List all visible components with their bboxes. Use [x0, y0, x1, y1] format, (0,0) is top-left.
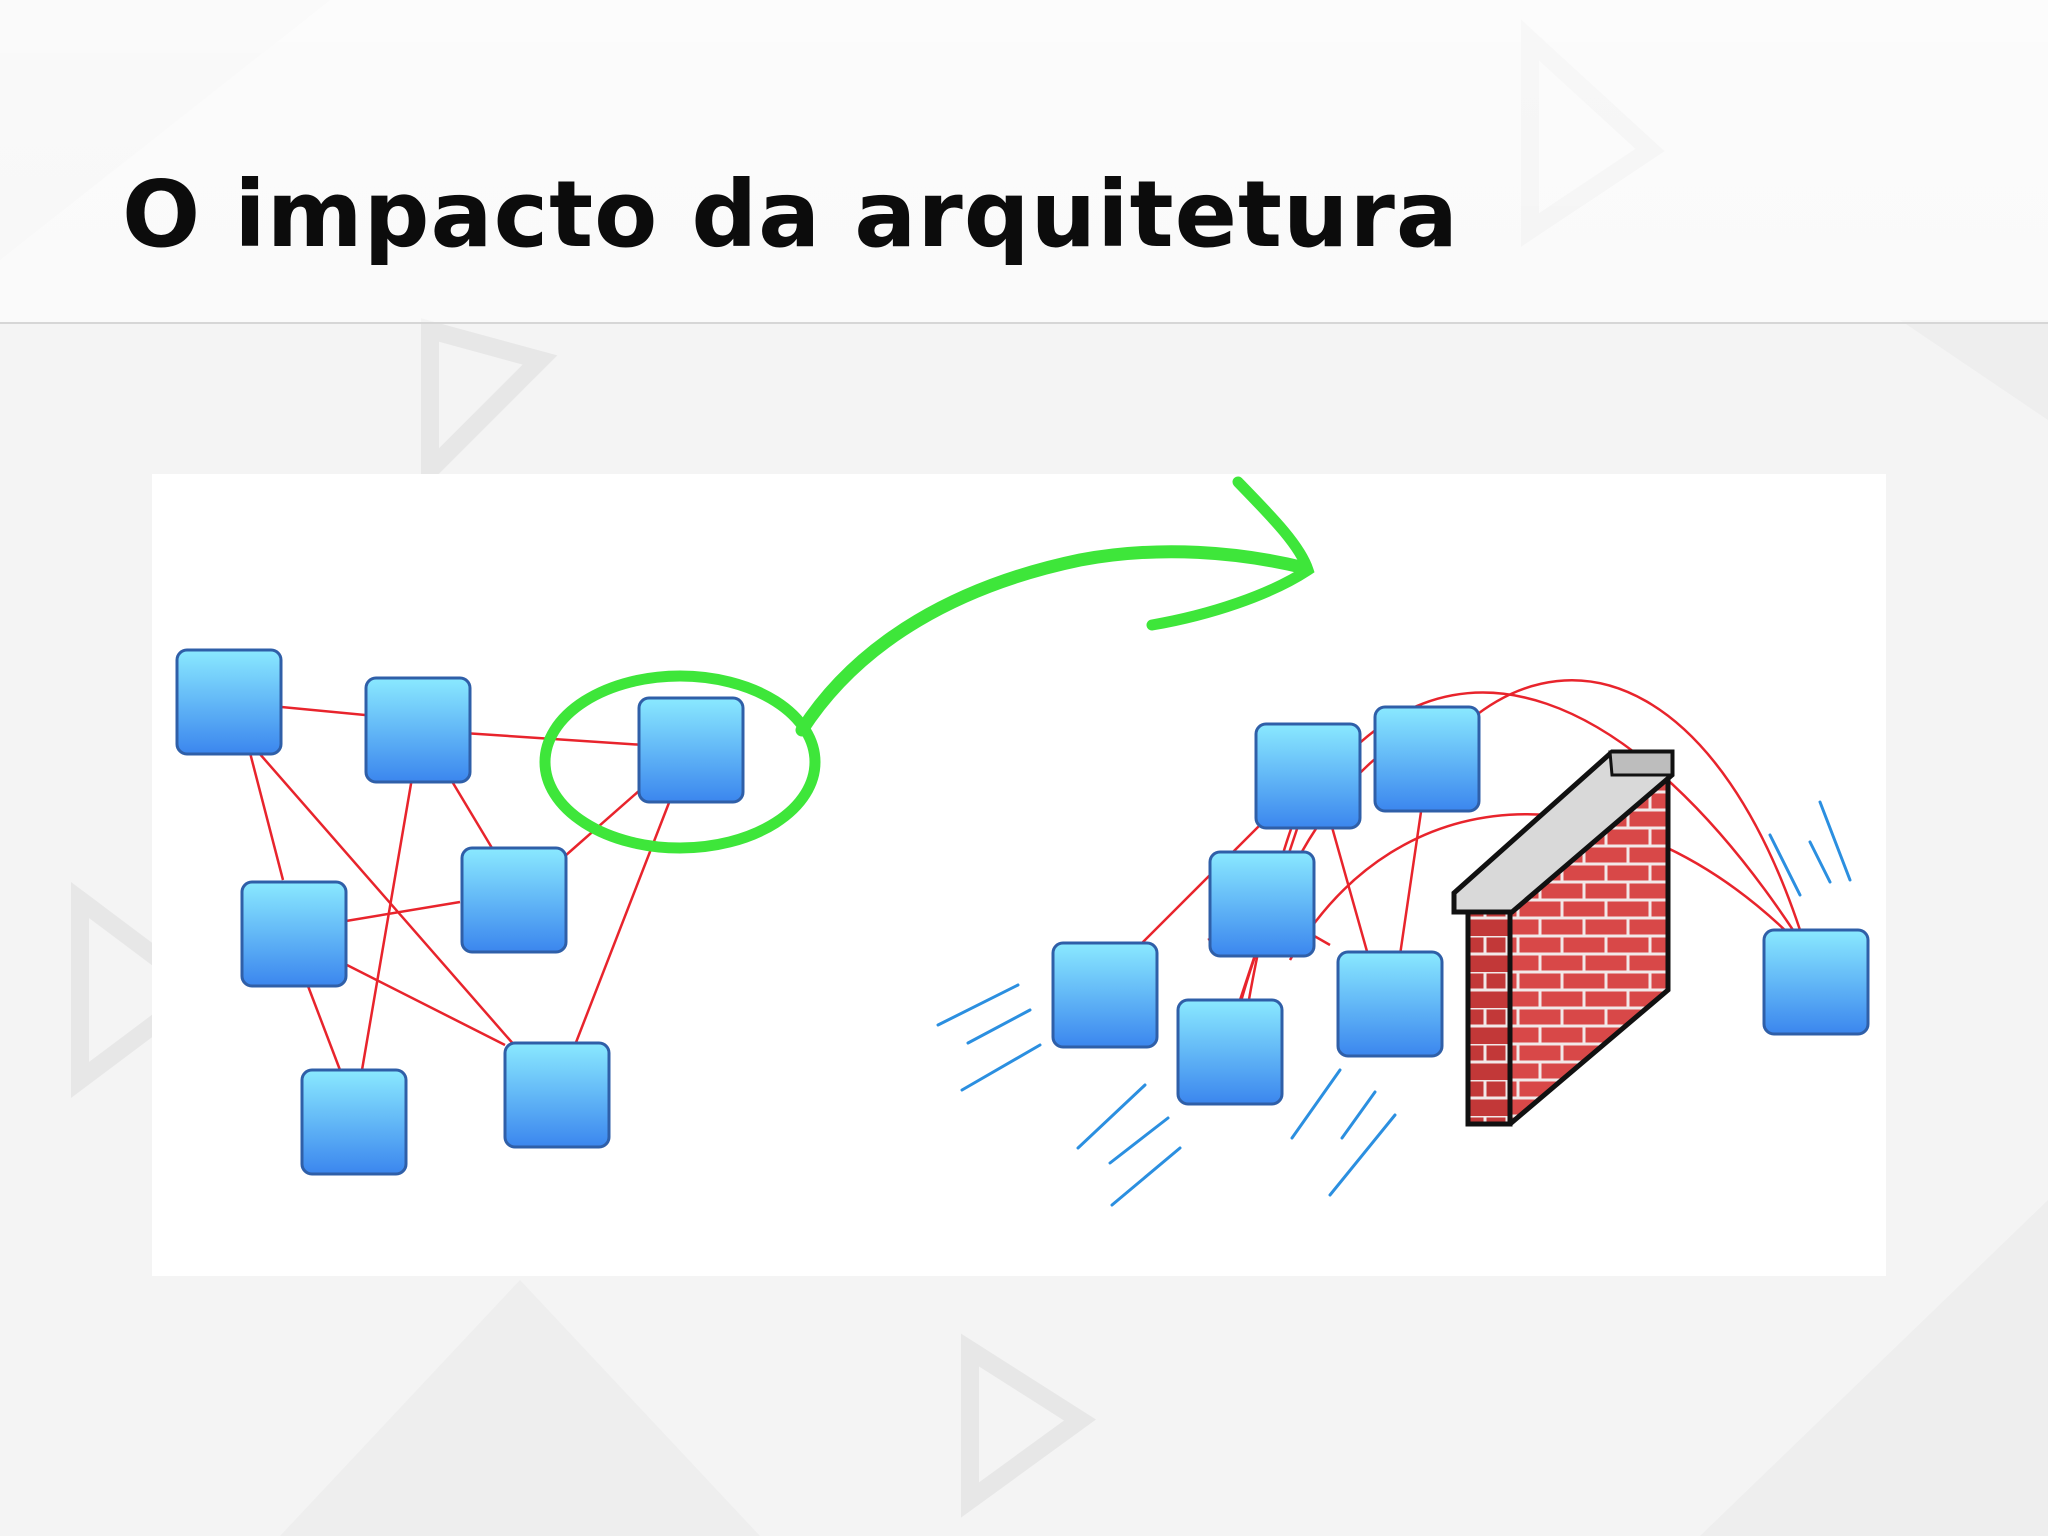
- architecture-diagram: [175, 476, 1870, 1207]
- network-node: [1762, 928, 1870, 1036]
- network-node: [503, 1041, 611, 1149]
- network-node: [1373, 705, 1481, 813]
- network-node: [240, 880, 348, 988]
- right-network-nodes: [1051, 705, 1870, 1106]
- title-bar: [0, 0, 2048, 322]
- network-node: [1254, 722, 1362, 830]
- arrow-head-icon: [1146, 476, 1315, 631]
- network-node: [300, 1068, 408, 1176]
- slide-title: O impacto da arquitetura: [122, 161, 1459, 268]
- network-node: [364, 676, 472, 784]
- highlight-annotation: [539, 476, 1315, 854]
- highlight-arrow: [795, 545, 1312, 737]
- highlight-circle: [539, 670, 821, 854]
- network-node: [1208, 850, 1316, 958]
- network-node: [460, 846, 568, 954]
- left-network-nodes: [175, 648, 745, 1176]
- firewall-icon: [1451, 749, 1675, 1127]
- network-node: [1176, 998, 1284, 1106]
- diagram-panel: [152, 474, 1886, 1276]
- network-node: [175, 648, 283, 756]
- network-node: [1051, 941, 1159, 1049]
- network-node: [1336, 950, 1444, 1058]
- network-node-highlighted: [637, 696, 745, 804]
- motion-lines: [936, 800, 1852, 1207]
- title-divider: [0, 322, 2048, 324]
